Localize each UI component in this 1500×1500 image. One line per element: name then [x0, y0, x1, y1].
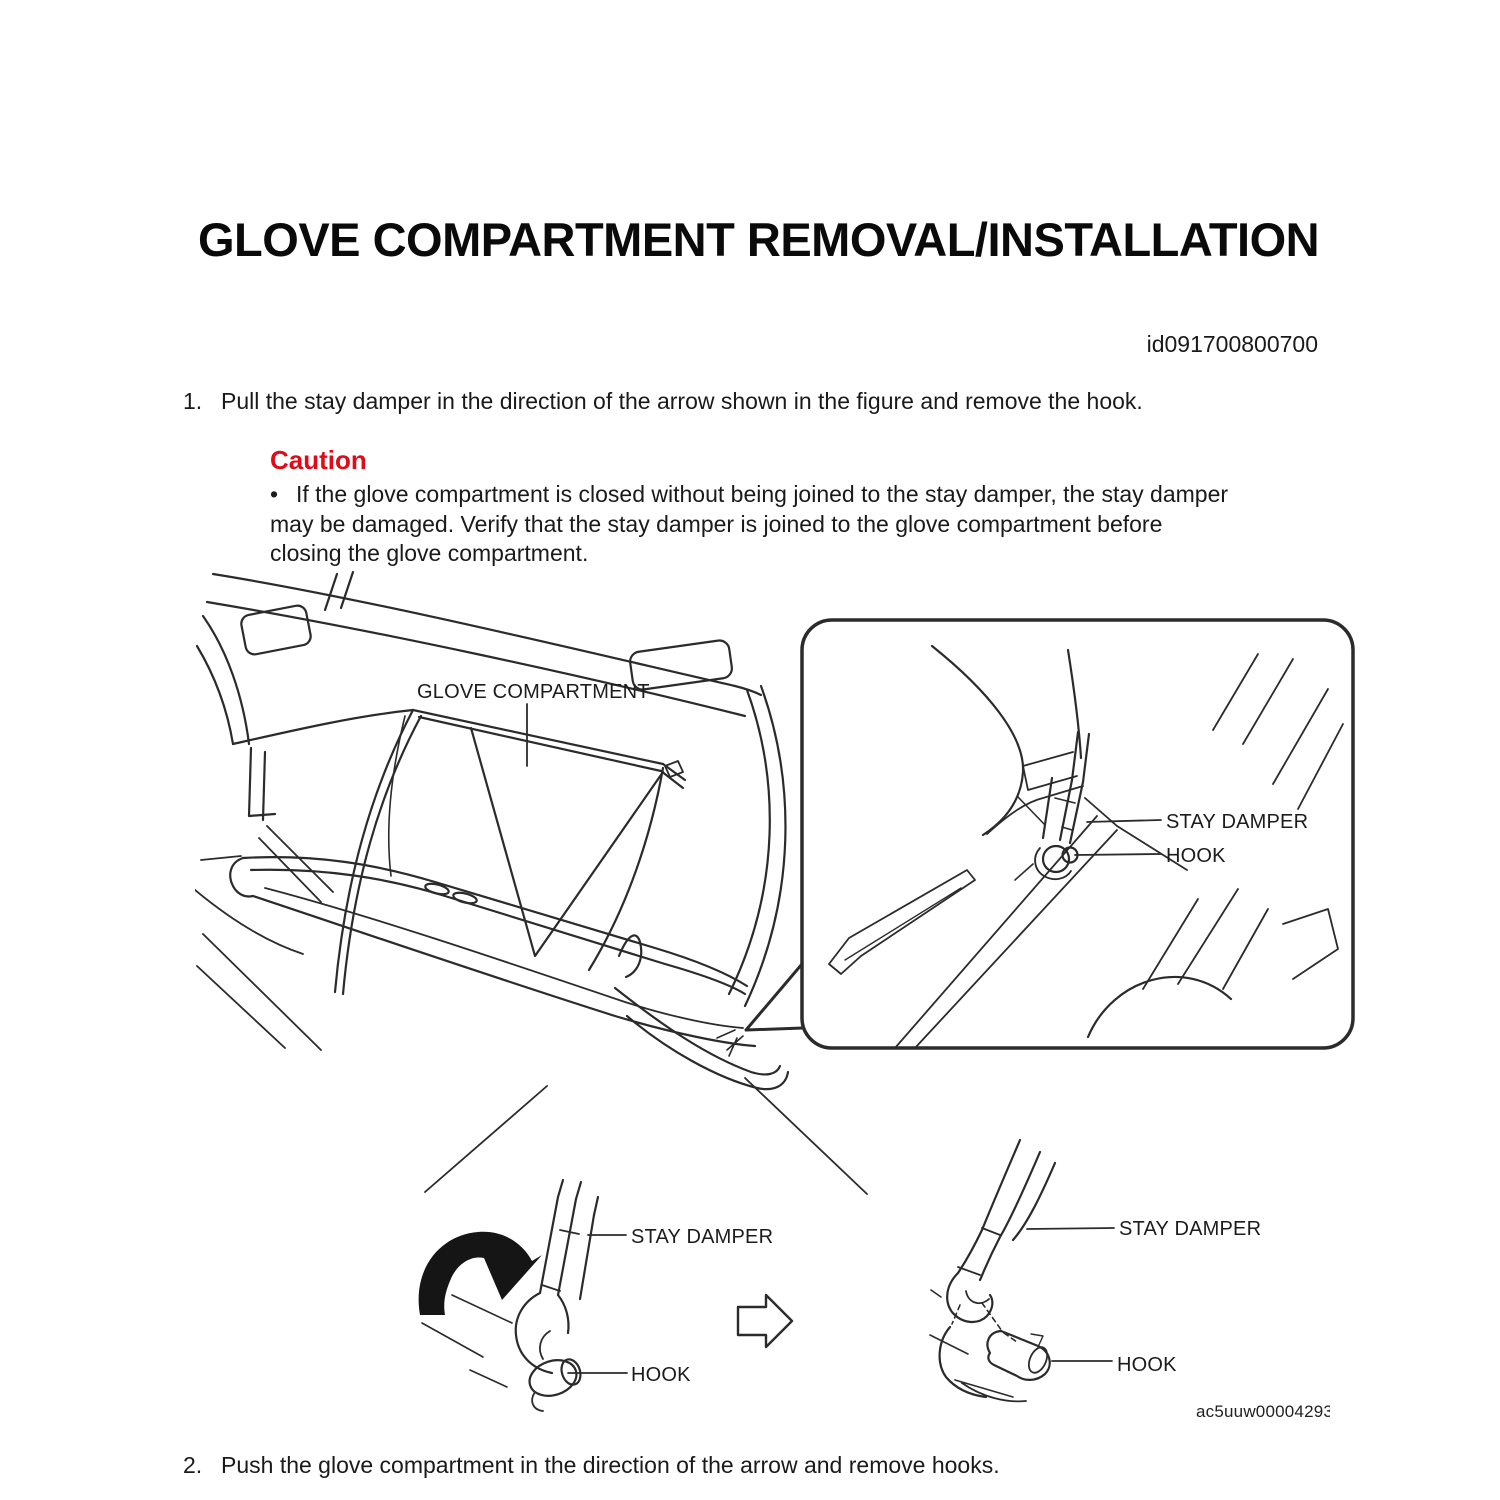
- figure-code: ac5uuw00004293: [1196, 1402, 1330, 1421]
- step-2-text: Push the glove compartment in the direct…: [221, 1452, 1000, 1478]
- stay-damper-drawing: [946, 1138, 1057, 1323]
- leader-lines: [567, 1234, 628, 1374]
- leader-lines: [1026, 1227, 1115, 1362]
- hook-drawing: [528, 1358, 582, 1412]
- caution-line-1-text: If the glove compartment is closed witho…: [296, 481, 1229, 507]
- rotation-arrow-icon: [418, 1231, 542, 1315]
- page-title: GLOVE COMPARTMENT REMOVAL/INSTALLATION: [198, 213, 1320, 266]
- lower-right-diagram: [929, 1138, 1115, 1403]
- stay-damper-label: STAY DAMPER: [1119, 1218, 1261, 1240]
- dash-vent-left: [240, 604, 312, 656]
- stay-damper-drawing: [1022, 730, 1091, 845]
- glove-door-drawing: [200, 855, 790, 1091]
- hook-label: HOOK: [1166, 845, 1226, 867]
- dash-switch-panel: [629, 639, 733, 691]
- lower-figure: STAY DAMPER HOOK STAY DAMPER HOOK ac5uuw…: [418, 1138, 1330, 1421]
- glove-compartment-label: GLOVE COMPARTMENT: [417, 681, 650, 703]
- caution-line-3: closing the glove compartment.: [270, 540, 589, 566]
- hook-label: HOOK: [1117, 1354, 1177, 1376]
- caution-body: • If the glove compartment is closed with…: [270, 480, 1228, 569]
- hook-drawing: [986, 1329, 1051, 1381]
- hook-label: HOOK: [631, 1364, 691, 1386]
- inset-leader-lines: [1074, 819, 1162, 856]
- stay-damper-drawing: [514, 1178, 600, 1375]
- stay-damper-label: STAY DAMPER: [631, 1226, 773, 1248]
- step-1: 1. Pull the stay damper in the direction …: [183, 388, 1143, 415]
- stay-damper-label: STAY DAMPER: [1166, 811, 1308, 833]
- caution-heading: Caution: [270, 445, 367, 475]
- lower-left-diagram: [418, 1178, 628, 1412]
- inset-detail-panel: [800, 618, 1355, 1050]
- dashboard-drawing: [195, 570, 868, 1195]
- callout-wedge: [716, 962, 805, 1057]
- step-2-number: 2.: [183, 1452, 203, 1478]
- inset-frame: [800, 618, 1355, 1050]
- doc-id: id091700800700: [1146, 331, 1318, 357]
- bullet-icon: •: [270, 481, 279, 507]
- step-1-text: Pull the stay damper in the direction of…: [221, 388, 1143, 414]
- direction-arrow-icon: [736, 1293, 794, 1349]
- caution-line-1: • If the glove compartment is closed with…: [270, 480, 1228, 510]
- caution-line-2: may be damaged. Verify that the stay dam…: [270, 510, 1163, 537]
- main-figure: GLOVE COMPARTMENT STAY DAMPER HOOK: [195, 570, 1355, 1195]
- step-1-number: 1.: [183, 388, 203, 414]
- step-2: 2. Push the glove compartment in the dire…: [183, 1452, 1000, 1479]
